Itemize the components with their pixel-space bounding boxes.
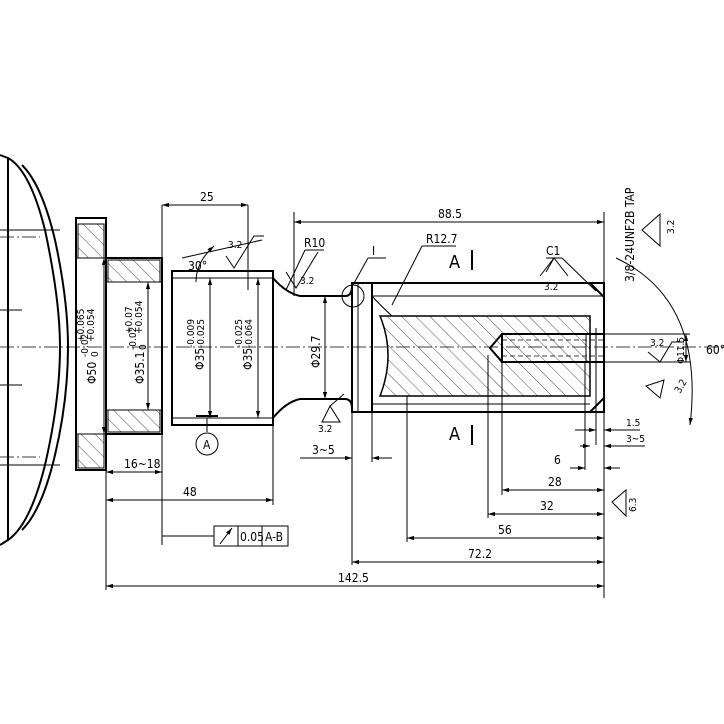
dim-3-5-left: 3~5 (312, 443, 335, 457)
svg-text:Φ11.5: Φ11.5 (676, 337, 687, 364)
dim-25: 25 (200, 190, 214, 204)
svg-text:A: A (203, 438, 211, 452)
svg-text:3.2: 3.2 (666, 220, 677, 234)
svg-text:3.2: 3.2 (318, 424, 332, 435)
chamfer-c1: C1 (546, 244, 560, 258)
angle-60: 60° (706, 343, 724, 357)
svg-text:3/8-24UNF2B TAP: 3/8-24UNF2B TAP (623, 187, 637, 282)
dim-88-5: 88.5 (438, 207, 462, 221)
svg-text:6.3: 6.3 (628, 498, 639, 512)
svg-text:3.2: 3.2 (673, 378, 690, 396)
svg-text:0: 0 (138, 344, 149, 350)
diameter-dimensions: Φ50 -0.02 0 +0.065 +0.054 Φ35.1 -0.02 0 … (76, 258, 690, 434)
svg-text:-0.025: -0.025 (196, 319, 207, 348)
dim-56: 56 (498, 523, 512, 537)
dim-3-5-right: 3~5 (626, 434, 645, 445)
section-marker-top: A (449, 250, 473, 273)
dim-142-5: 142.5 (338, 571, 369, 585)
svg-text:+0.065: +0.065 (76, 309, 87, 342)
svg-text:Φ35: Φ35 (193, 348, 207, 370)
datum-a: A (195, 415, 219, 456)
svg-text:Φ29.7: Φ29.7 (309, 335, 323, 368)
svg-text:A: A (449, 424, 460, 445)
svg-text:-0.009: -0.009 (186, 319, 197, 348)
svg-text:Φ50: Φ50 (85, 362, 99, 384)
svg-text:-0.025: -0.025 (234, 319, 245, 348)
svg-text:Φ35.1: Φ35.1 (133, 351, 147, 384)
bushing (105, 257, 163, 435)
horizontal-dimensions: 25 88.5 16~18 48 3~5 1.5 3~5 6 (105, 190, 645, 598)
tolerance-frame: 0.05 A-B (162, 525, 289, 547)
dim-72-2: 72.2 (468, 547, 492, 561)
svg-text:+0.054: +0.054 (134, 300, 145, 334)
housing (0, 154, 70, 546)
svg-text:A: A (449, 252, 460, 273)
radius-r10: R10 (304, 236, 325, 250)
dim-28: 28 (548, 475, 562, 489)
tolerance-datum: A-B (265, 530, 283, 544)
thread-note: 3/8-24UNF2B TAP (623, 187, 637, 282)
svg-text:3.2: 3.2 (650, 338, 664, 349)
svg-text:3.2: 3.2 (544, 282, 558, 293)
radius-callouts: R10 R12.7 C1 30° 60° (181, 232, 724, 426)
angle-30: 30° (188, 259, 207, 273)
svg-text:-0.064: -0.064 (244, 319, 255, 348)
svg-text:Φ35: Φ35 (241, 348, 255, 370)
dim-48: 48 (183, 485, 197, 499)
section-marker-bottom: A (449, 424, 473, 445)
svg-text:+0.054: +0.054 (86, 308, 97, 342)
dim-6: 6 (554, 453, 561, 467)
radius-r12-7: R12.7 (426, 232, 458, 246)
bearing-flange (75, 217, 107, 471)
dim-16-18: 16~18 (124, 457, 161, 471)
svg-text:-0.02: -0.02 (128, 327, 139, 350)
tolerance-value: 0.05 (240, 530, 264, 544)
svg-text:+0.07: +0.07 (124, 306, 135, 334)
svg-text:-0.02: -0.02 (80, 334, 91, 357)
svg-text:3.2: 3.2 (228, 240, 242, 251)
svg-text:0: 0 (90, 351, 101, 357)
dim-32: 32 (540, 499, 554, 513)
dim-1-5: 1.5 (626, 418, 640, 429)
svg-text:3.2: 3.2 (300, 276, 314, 287)
detail-label: I (372, 244, 375, 258)
